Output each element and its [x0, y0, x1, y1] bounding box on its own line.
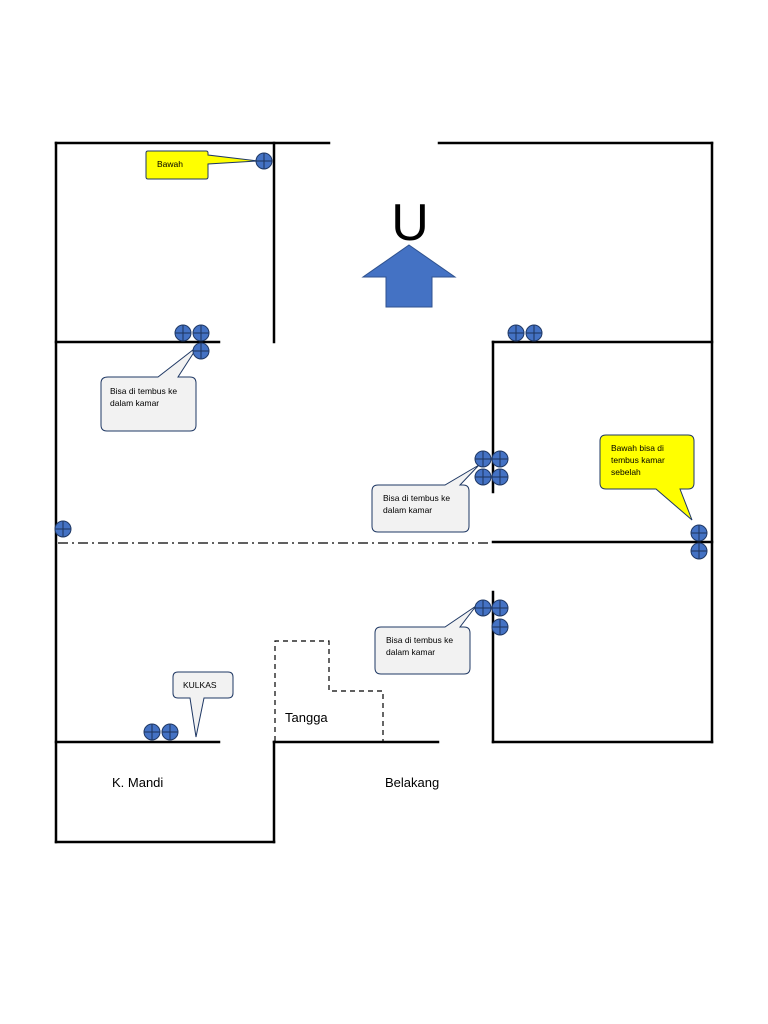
callout-line: Bisa di tembus ke [383, 493, 450, 503]
callout-line: tembus kamar [611, 455, 665, 465]
callout-line: Bawah bisa di [611, 443, 664, 453]
bathroom-label: K. Mandi [112, 775, 163, 790]
callout-bawah-line: Bawah [157, 159, 183, 169]
power-outlet-icon [161, 723, 179, 741]
callout-bawah-text: Bawah [157, 159, 183, 169]
walls [54, 141, 714, 844]
callout-tembus-bawah-shape [374, 605, 477, 675]
arrow-up-icon [361, 244, 457, 308]
power-outlet-icon [54, 520, 72, 538]
callout-line: sebelah [611, 467, 641, 477]
callout-tembus-bawah: Bisa di tembus ke dalam kamar [374, 605, 477, 675]
callout-tembus-bawah-text: Bisa di tembus ke dalam kamar [386, 635, 455, 657]
callout-kulkas-shape [172, 671, 234, 738]
callout-line: Bisa di tembus ke [386, 635, 453, 645]
callout-line: Bisa di tembus ke [110, 386, 177, 396]
power-outlet-icon [474, 450, 492, 468]
north-label: U [391, 194, 429, 252]
power-outlet-icon [192, 324, 210, 342]
callout-kulkas: KULKAS [172, 671, 234, 738]
callout-bawah-shape [145, 150, 259, 180]
callout-tembus-kiri-text: Bisa di tembus ke dalam kamar [110, 386, 179, 408]
callout-tembus-tengah-text: Bisa di tembus ke dalam kamar [383, 493, 452, 515]
power-outlets [54, 152, 708, 741]
callout-tembus-kiri: Bisa di tembus ke dalam kamar [100, 345, 199, 432]
power-outlet-icon [491, 618, 509, 636]
power-outlet-icon [255, 152, 273, 170]
callout-tembus-tengah: Bisa di tembus ke dalam kamar [371, 464, 480, 533]
callout-kulkas-text: KULKAS [183, 680, 217, 690]
callout-line: KULKAS [183, 680, 217, 690]
callout-line: dalam kamar [386, 647, 435, 657]
power-outlet-icon [690, 524, 708, 542]
callout-line: dalam kamar [383, 505, 432, 515]
power-outlet-icon [525, 324, 543, 342]
power-outlet-icon [474, 599, 492, 617]
callout-line: dalam kamar [110, 398, 159, 408]
callout-bawah-sebelah-text: Bawah bisa di tembus kamar sebelah [611, 443, 667, 477]
callout-tembus-tengah-shape [371, 464, 480, 533]
power-outlet-icon [474, 468, 492, 486]
power-outlet-icon [174, 324, 192, 342]
stairs-label: Tangga [285, 710, 328, 725]
power-outlet-icon [507, 324, 525, 342]
north-indicator: U [361, 194, 457, 308]
callout-bawah-sebelah-shape [599, 434, 695, 521]
power-outlet-icon [690, 542, 708, 560]
back-area-label: Belakang [385, 775, 439, 790]
power-outlet-icon [491, 599, 509, 617]
callout-bawah: Bawah [145, 150, 259, 180]
power-outlet-icon [491, 450, 509, 468]
power-outlet-icon [192, 342, 210, 360]
power-outlet-icon [143, 723, 161, 741]
callout-tembus-kiri-shape [100, 345, 199, 432]
stairs-outline [274, 640, 384, 741]
power-outlet-icon [491, 468, 509, 486]
callout-bawah-sebelah: Bawah bisa di tembus kamar sebelah [599, 434, 695, 521]
